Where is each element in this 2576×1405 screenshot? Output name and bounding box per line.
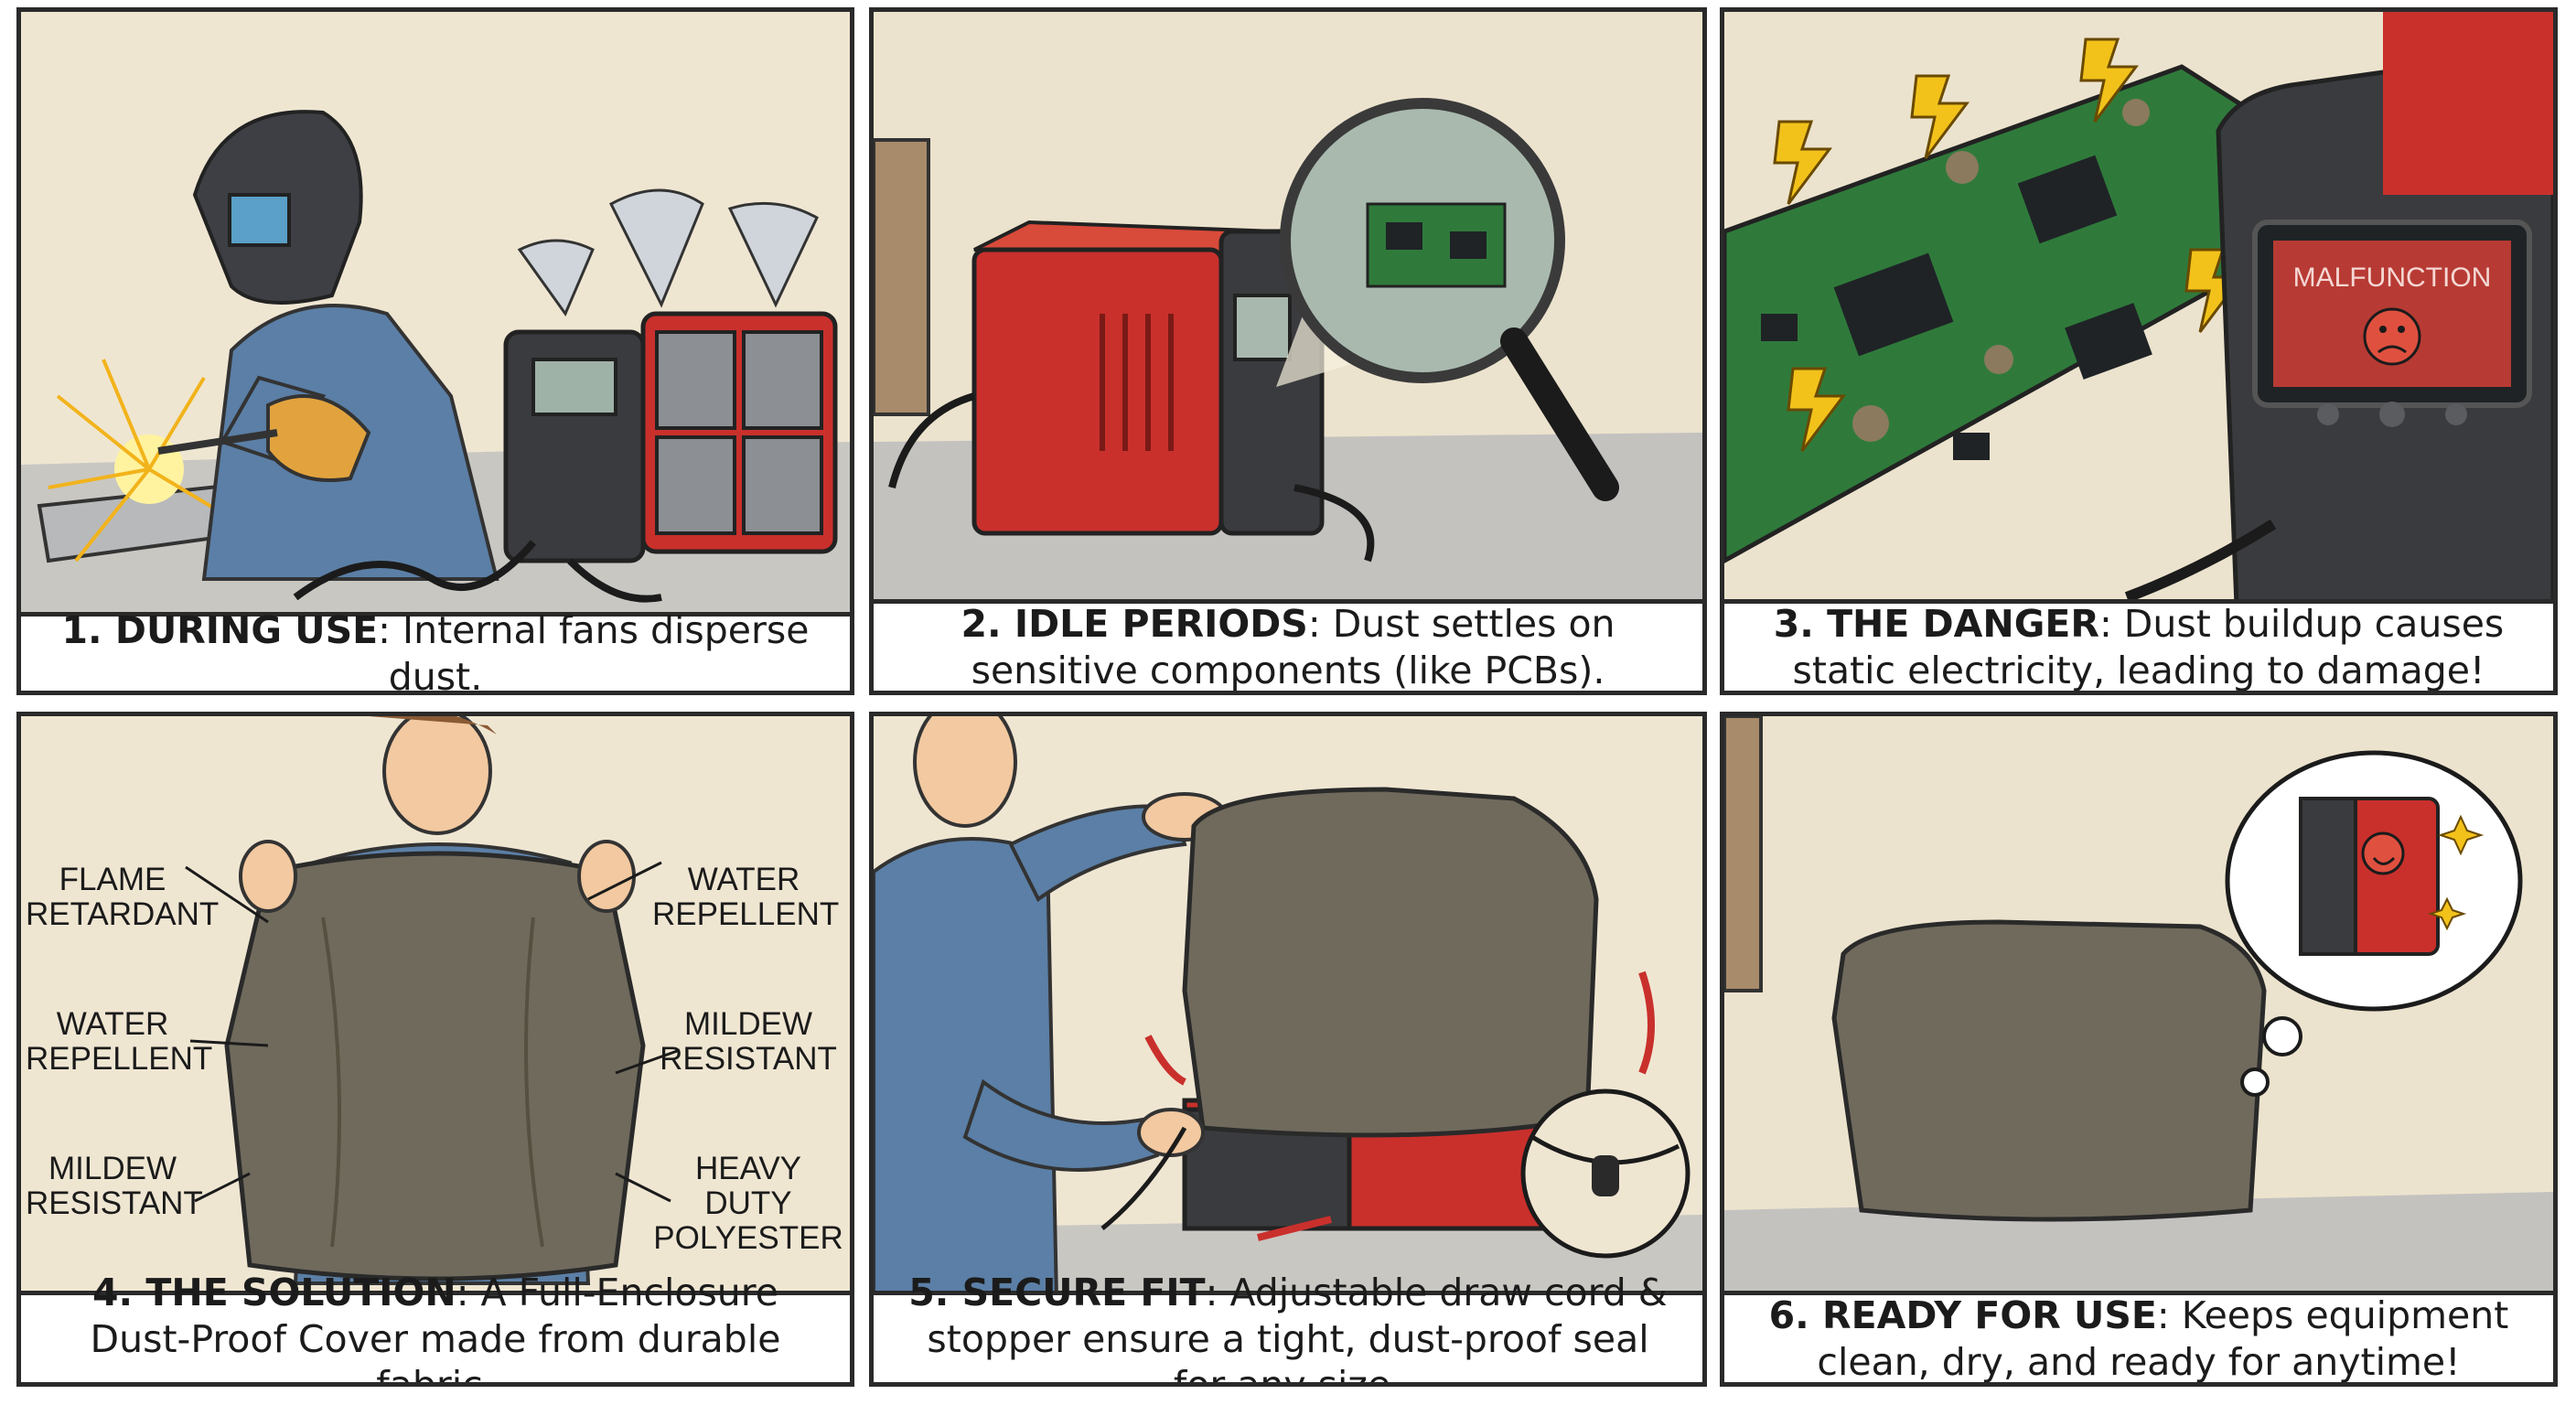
caption-title: 3. THE DANGER [1773, 602, 2099, 647]
sparkle-icon [2427, 814, 2485, 931]
caption: 6. READY FOR USE: Keeps equipment clean,… [1724, 1291, 2553, 1382]
secure-fit-scene [874, 716, 1702, 1300]
danger-scene: MALFUNCTION [1724, 12, 2553, 606]
caption: 2. IDLE PERIODS: Dust settles on sensiti… [874, 599, 1702, 691]
ready-scene [1724, 716, 2553, 1300]
caption: 3. THE DANGER: Dust buildup causes stati… [1724, 599, 2553, 691]
dust-cover [1182, 787, 1599, 1138]
dust-cover [224, 851, 646, 1282]
idle-scene [874, 12, 1702, 606]
arrow-icon [1144, 971, 1655, 1241]
thought-bubble [2225, 750, 2523, 1097]
label-water-repellent-left: WATER REPELLENT [26, 1006, 213, 1077]
welding-helmet-icon [192, 110, 363, 305]
label-flame-retardant: FLAME RETARDANT [26, 862, 220, 932]
panel-idle-periods: 2. IDLE PERIODS: Dust settles on sensiti… [869, 7, 1707, 695]
lightning-icon [1773, 38, 2244, 452]
label-heavy-duty-polyester: HEAVY DUTY POLYESTER [653, 1151, 843, 1256]
caption-title: 1. DURING USE [61, 608, 379, 653]
stopper-detail-icon [1520, 1089, 1690, 1259]
panel-during-use: 1. DURING USE: Internal fans disperse du… [16, 7, 854, 695]
malfunction-text: MALFUNCTION [2293, 263, 2492, 293]
caption: 1. DURING USE: Internal fans disperse du… [21, 608, 850, 691]
caption: 5. SECURE FIT: Adjustable draw cord & st… [874, 1271, 1702, 1382]
caption-title: 5. SECURE FIT [908, 1271, 1206, 1315]
caption-text: : Keeps equipment clean, dry, and ready … [1817, 1293, 2509, 1384]
label-water-repellent-right: WATER REPELLENT [652, 862, 840, 932]
panel-ready-for-use: 6. READY FOR USE: Keeps equipment clean,… [1720, 712, 2558, 1387]
caption-title: 4. THE SOLUTION [92, 1271, 456, 1315]
caption-text: : Internal fans disperse dust. [378, 608, 810, 695]
caption-title: 2. IDLE PERIODS [961, 602, 1308, 647]
caption-title: 6. READY FOR USE [1768, 1293, 2157, 1338]
welding-machine [971, 220, 1325, 536]
welding-machine [503, 311, 838, 563]
panel-the-solution: FLAME RETARDANT WATER REPELLENT WATER RE… [16, 712, 854, 1387]
smile-face-icon [2361, 831, 2405, 875]
caption-text: : A Full-Enclosure Dust-Proof Cover made… [90, 1271, 781, 1387]
caption: 4. THE SOLUTION: A Full-Enclosure Dust-P… [21, 1271, 850, 1382]
caption-text: : Dust settles on sensitive components (… [971, 602, 1615, 692]
tornado-icon [517, 188, 819, 317]
magnifier-icon [1276, 98, 1619, 501]
caption-text: : Dust buildup causes static electricity… [1792, 602, 2505, 692]
label-mildew-resistant-right: MILDEW RESISTANT [660, 1006, 837, 1077]
caption-text: : Adjustable draw cord & stopper ensure … [927, 1271, 1668, 1387]
label-mildew-resistant-left: MILDEW RESISTANT [26, 1151, 203, 1221]
welding-machine: MALFUNCTION [2216, 12, 2553, 606]
dust-cover [1831, 919, 2267, 1222]
welding-scene [21, 12, 850, 617]
sad-face-icon [2363, 307, 2421, 366]
solution-scene [21, 716, 850, 1300]
panel-the-danger: MALFUNCTION 3. THE DANGER: Dust buildup … [1720, 7, 2558, 695]
panel-secure-fit: 5. SECURE FIT: Adjustable draw cord & st… [869, 712, 1707, 1387]
